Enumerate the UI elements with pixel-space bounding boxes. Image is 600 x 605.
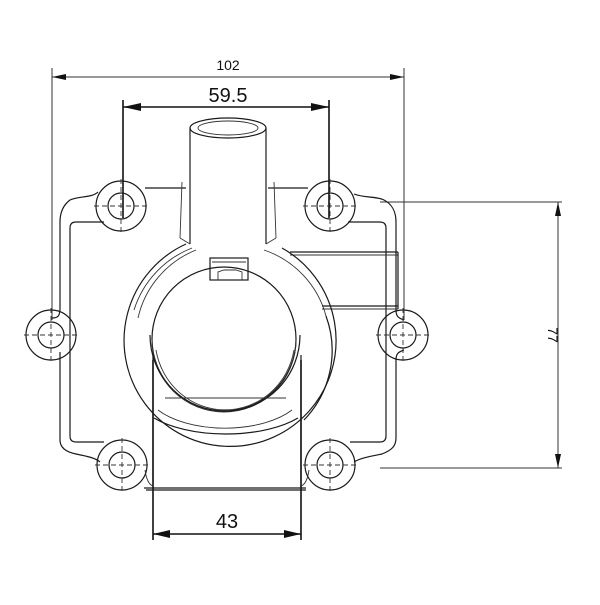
bore-key-tab bbox=[209, 257, 249, 281]
outer-body-ring bbox=[123, 243, 337, 448]
dimension-bolt-spacing-top: 59.5 bbox=[122, 85, 330, 218]
dimension-bolt-spacing-vertical: 77 bbox=[380, 201, 562, 469]
vent-tube bbox=[179, 117, 277, 245]
side-channel bbox=[290, 251, 399, 310]
dimension-label-102: 102 bbox=[216, 57, 240, 73]
dimension-label-43: 43 bbox=[216, 511, 238, 533]
dimension-label-59-5: 59.5 bbox=[209, 85, 248, 107]
mounting-hole-bottom-left bbox=[95, 438, 149, 492]
mounting-hole-bottom-right bbox=[303, 438, 357, 492]
main-bore bbox=[149, 266, 301, 435]
mounting-hole-mid-left bbox=[24, 308, 78, 362]
mounting-hole-top-left bbox=[94, 179, 148, 233]
flange-outline bbox=[51, 187, 405, 491]
mounting-hole-mid-right bbox=[376, 308, 430, 362]
dimension-label-77: 77 bbox=[545, 327, 561, 343]
dimension-overall-width: 102 bbox=[51, 57, 405, 320]
lower-neck bbox=[144, 355, 310, 488]
mounting-hole-top-right bbox=[303, 179, 357, 233]
